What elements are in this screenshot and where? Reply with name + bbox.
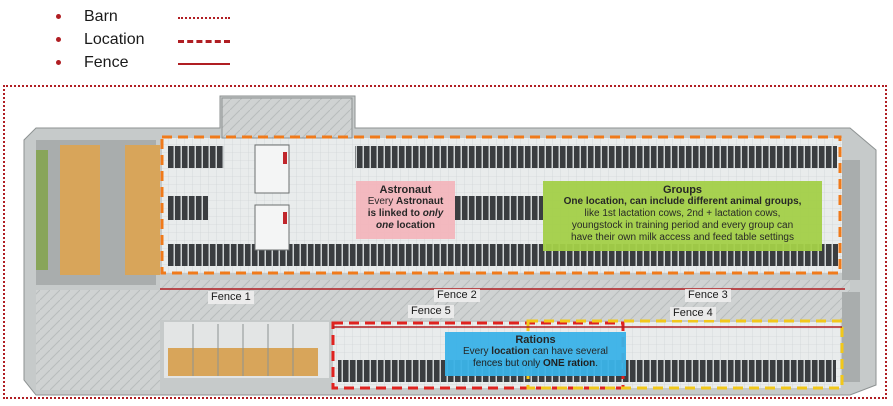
rations-callout: Rations Every location can have several …	[445, 332, 626, 376]
bullet-icon	[56, 37, 61, 42]
rations-text-line-1: Every location can have several	[445, 346, 626, 358]
rations-text-1a: Every	[462, 346, 492, 357]
location-upper	[160, 135, 842, 275]
astronaut-callout: Astronaut Every Astronaut is linked to o…	[356, 181, 455, 239]
lower-left-yard	[36, 290, 160, 390]
stalls-middle	[168, 196, 208, 220]
legend: Barn Location Fence	[52, 6, 252, 76]
legend-item-fence: Fence	[52, 52, 252, 74]
rations-text-2c: .	[595, 358, 599, 369]
top-annex	[221, 97, 353, 139]
groups-callout: Groups One location, can include differe…	[543, 181, 822, 251]
feed-storage-right	[125, 145, 160, 275]
rations-text-1c: can have several	[529, 346, 609, 357]
stalls-upper-left	[168, 146, 224, 168]
groups-text-line-2: like 1st lactation cows, 2nd + lactation…	[584, 208, 781, 219]
legend-label-location: Location	[84, 31, 145, 48]
legend-item-barn: Barn	[52, 6, 252, 28]
fence-label-5: Fence 5	[408, 305, 454, 318]
astronaut-title: Astronaut	[379, 184, 432, 196]
fence-label-2: Fence 2	[434, 289, 480, 302]
astronaut-text-line-3: one location	[356, 220, 455, 232]
stalls-upper-right	[355, 146, 837, 168]
legend-label-barn: Barn	[84, 8, 118, 25]
rations-title: Rations	[515, 334, 556, 346]
legend-swatch-fence	[178, 63, 230, 65]
legend-item-location: Location	[52, 29, 252, 51]
bullet-icon	[56, 14, 61, 19]
astronaut-text-1b: Astronaut	[396, 196, 444, 207]
astronaut-text-1a: Every	[367, 196, 397, 207]
feed-storage-left	[60, 145, 100, 275]
legend-swatch-location	[178, 40, 230, 43]
rations-text-1b: location	[491, 346, 530, 357]
bullet-icon	[56, 60, 61, 65]
groups-title: Groups	[662, 184, 703, 196]
groups-text-line-4: have their own milk access and feed tabl…	[571, 232, 794, 243]
fence-label-1: Fence 1	[208, 291, 254, 304]
rations-text-2b: ONE ration	[543, 358, 596, 369]
fence-label-3: Fence 3	[685, 289, 731, 302]
astronaut-text-3b: location	[393, 220, 435, 231]
fence-label-4: Fence 4	[670, 307, 716, 320]
rations-text-line-2: fences but only ONE ration.	[445, 358, 626, 370]
astronaut-text-line-2: is linked to only	[356, 208, 455, 220]
legend-swatch-barn	[178, 17, 230, 19]
astronaut-text-2b: only	[422, 208, 444, 219]
barn-outline	[3, 85, 887, 399]
groups-text-line-3: youngstock in training period and every …	[571, 220, 794, 231]
astronaut-text-2a: is linked to	[367, 208, 423, 219]
astronaut-text-line-1: Every Astronaut	[356, 196, 455, 208]
corridor	[160, 280, 850, 320]
rations-text-2a: fences but only	[472, 358, 544, 369]
groups-text-line-1: One location, can include different anim…	[563, 196, 802, 207]
stalls-center	[455, 196, 543, 220]
legend-label-fence: Fence	[84, 54, 129, 71]
astronaut-text-3a: one	[376, 220, 394, 231]
